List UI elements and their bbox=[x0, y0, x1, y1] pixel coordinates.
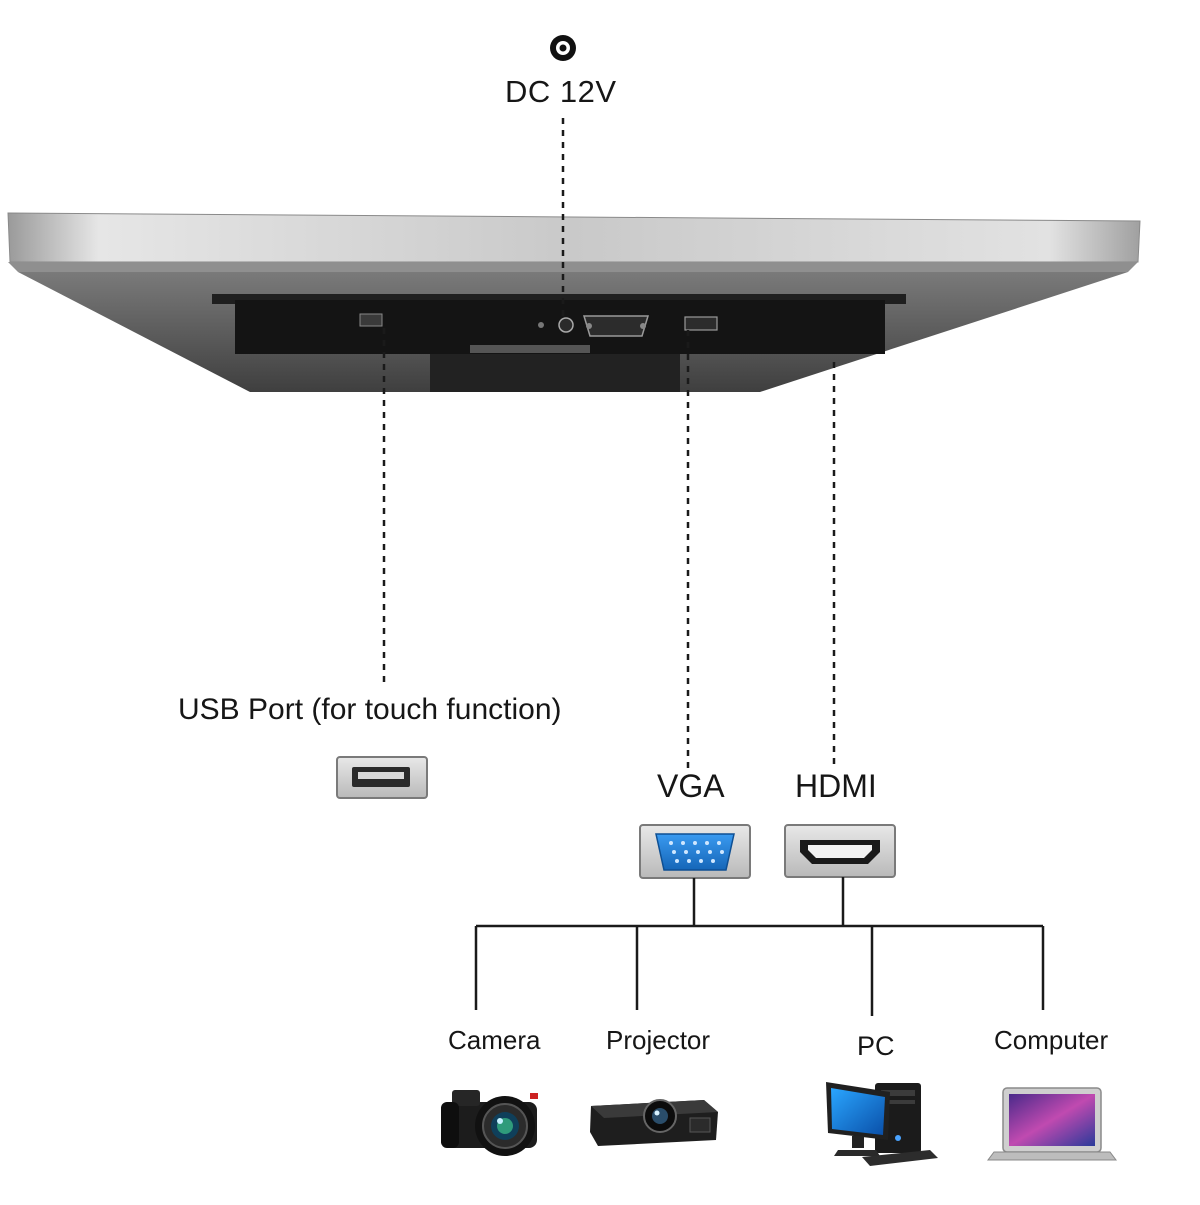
desktop-pc-icon bbox=[826, 1082, 938, 1166]
port-panel bbox=[235, 300, 885, 392]
hdmi-port-icon bbox=[784, 824, 896, 878]
vga-label: VGA bbox=[657, 768, 725, 804]
camera-label: Camera bbox=[448, 1025, 541, 1055]
connection-tree bbox=[474, 877, 1045, 1016]
power-jack-icon bbox=[550, 35, 576, 61]
usb-port-icon bbox=[336, 756, 428, 799]
pc-label: PC bbox=[857, 1031, 895, 1061]
laptop-icon bbox=[987, 1087, 1117, 1161]
power-dc-label: DC 12V bbox=[505, 74, 617, 109]
projector-label: Projector bbox=[606, 1025, 711, 1055]
dashed-leader-lines bbox=[382, 118, 836, 768]
vga-port-icon bbox=[639, 824, 751, 879]
camera-icon bbox=[441, 1090, 538, 1156]
vga-pins bbox=[669, 841, 724, 863]
hdmi-label: HDMI bbox=[795, 768, 877, 804]
monitor-bottom-view bbox=[7, 212, 1141, 392]
projector-icon bbox=[590, 1099, 718, 1146]
usb-port-label: USB Port (for touch function) bbox=[178, 693, 562, 726]
computer-label: Computer bbox=[994, 1025, 1109, 1055]
